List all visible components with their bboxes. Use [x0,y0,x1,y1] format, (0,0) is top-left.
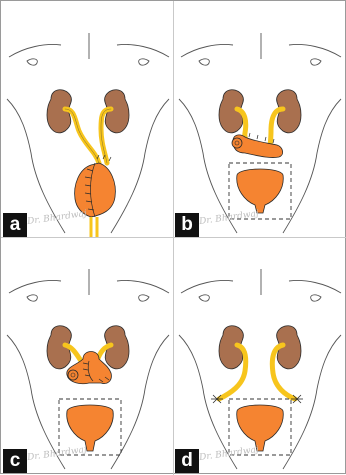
panel-label: c [3,449,27,473]
bladder-d [237,405,284,451]
panel-b-illustration [175,3,345,237]
panel-label: a [3,213,27,237]
panel-d: Dr. Bhardwaj d [175,239,345,473]
panel-label: b [175,213,199,237]
panel-b: Dr. Bhardwaj b [175,3,345,237]
panel-d-illustration [175,239,345,473]
bladder-c [67,405,114,451]
panel-divider-vertical [173,1,174,475]
panel-divider-horizontal [1,237,346,238]
panel-a: Dr. Bhardwaj a [3,3,173,237]
panel-c-illustration [3,239,173,473]
panel-a-illustration [3,3,173,237]
panel-label: d [175,449,199,473]
bladder-b [237,169,284,213]
panel-c: Dr. Bhardwaj c [3,239,173,473]
